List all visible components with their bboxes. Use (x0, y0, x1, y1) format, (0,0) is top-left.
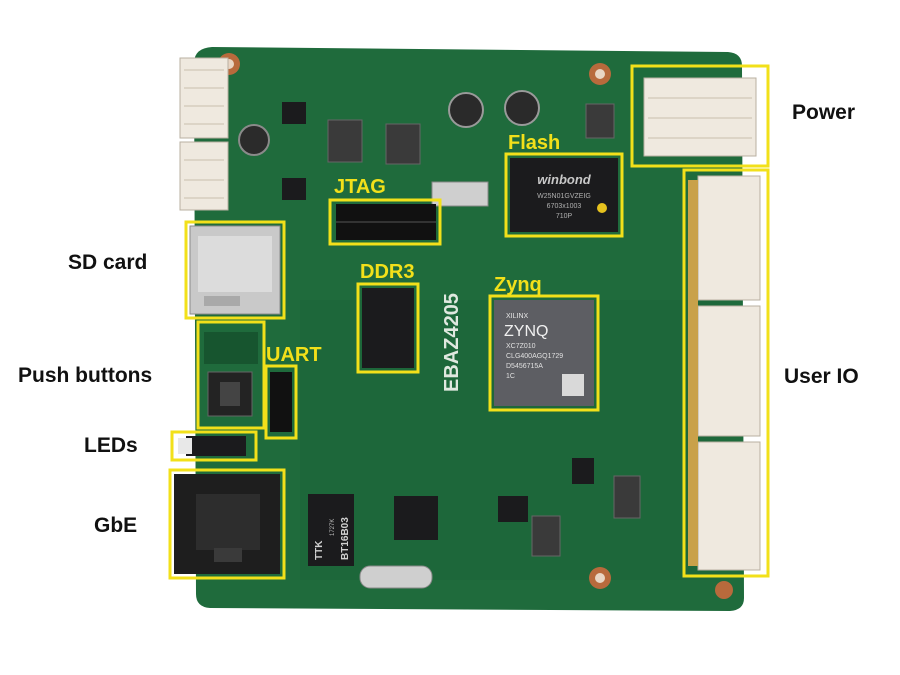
ddr3-chip (362, 288, 414, 368)
leds-highlight (170, 430, 258, 462)
eth-transformer-code-text: 1727K (330, 519, 336, 536)
flash-chip: winbond W25N01GVZEIG 6703x1003 710P (510, 158, 618, 232)
user-io-highlight (682, 168, 770, 578)
uart-highlight (264, 364, 298, 440)
eth-transformer-part-text: BT16B03 (340, 517, 351, 560)
ethernet-transformer: TTK BT16B03 1727K (308, 494, 354, 566)
zynq-name-text: ZYNQ (504, 323, 548, 340)
power-connector (643, 77, 757, 157)
flash-brand-text: winbond (537, 172, 591, 187)
zynq-grade-text: 1C (506, 373, 515, 380)
zynq-highlight (488, 294, 600, 412)
small-ics (282, 102, 594, 589)
push-button-area (204, 332, 258, 417)
sd-card-label: SD card (68, 251, 148, 274)
jtag-label: JTAG (334, 176, 386, 198)
eth-transformer-brand-text: TTK (314, 540, 325, 560)
power-label: Power (792, 101, 856, 124)
ethernet-jack (174, 474, 280, 574)
uart-label: UART (266, 344, 322, 366)
flash-code2-text: 710P (556, 213, 573, 220)
push-buttons-label: Push buttons (18, 364, 153, 387)
gbe-highlight (168, 468, 286, 580)
zynq-chip: XILINX ZYNQ XC7Z010 CLG400AGQ1729 D54567… (494, 300, 594, 406)
zynq-code2-text: D5456715A (506, 363, 543, 370)
flash-label: Flash (508, 132, 560, 154)
ddr3-highlight (356, 282, 420, 374)
left-header-connectors (179, 57, 229, 211)
sd-card-highlight (184, 220, 286, 320)
inductors (327, 103, 641, 557)
zynq-code-text: CLG400AGQ1729 (506, 353, 563, 360)
push-buttons-highlight (196, 320, 266, 430)
ddr3-label: DDR3 (360, 261, 414, 283)
flash-highlight (504, 152, 624, 238)
leds-label: LEDs (84, 434, 138, 457)
gbe-label: GbE (94, 514, 138, 537)
user-io-connectors (688, 175, 761, 571)
power-highlight (630, 64, 770, 168)
flash-part-text: W25N01GVZEIG (537, 193, 591, 200)
highlight-boxes (168, 64, 770, 580)
flash-code-text: 6703x1003 (547, 203, 582, 210)
zynq-label: Zynq (494, 274, 542, 296)
user-io-label: User IO (784, 365, 859, 388)
zynq-part-text: XC7Z010 (506, 343, 536, 350)
jtag-highlight (328, 198, 442, 246)
electrolytic-capacitors (238, 90, 540, 156)
board-silkscreen: EBAZ4205 (441, 293, 463, 392)
uart-header (270, 372, 292, 432)
zynq-brand-text: XILINX (506, 313, 529, 320)
led-strip (178, 436, 246, 456)
sd-card-slot (189, 225, 281, 315)
jtag-header (336, 204, 436, 240)
